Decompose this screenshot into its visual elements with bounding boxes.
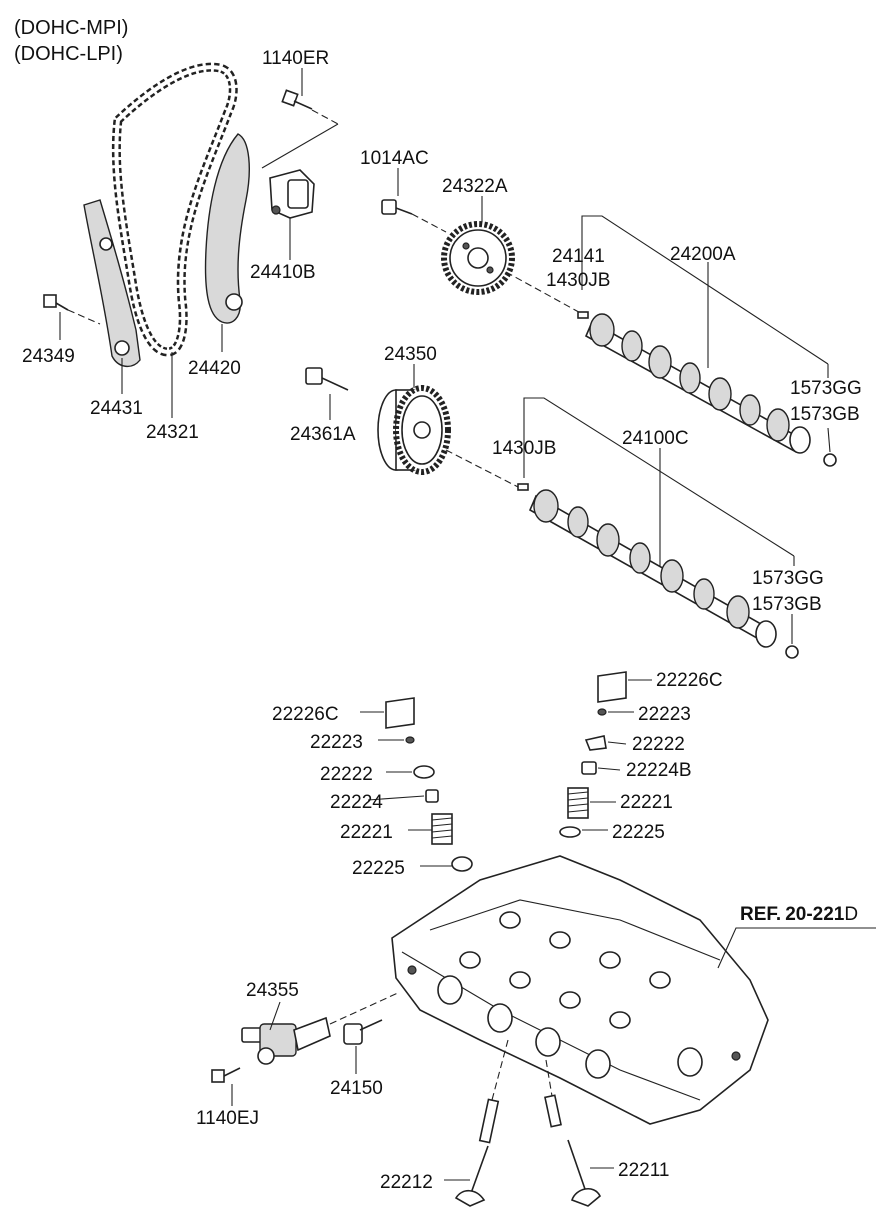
bolt-1014ac[interactable] (381, 199, 413, 215)
label-22212: 22212 (380, 1172, 433, 1193)
label-24141: 24141 (552, 246, 605, 267)
label-22226c-left: 22226C (272, 704, 339, 725)
label-1573gb-lower: 1573GB (752, 594, 822, 615)
intake-camshaft[interactable] (528, 489, 777, 648)
tensioner-arm[interactable] (204, 133, 250, 324)
label-22226c-right: 22226C (656, 670, 723, 691)
sprocket-axis-guide-line (505, 271, 587, 317)
intake-valve[interactable] (567, 1139, 601, 1207)
chain-guide[interactable] (83, 199, 141, 367)
cvvt-bolt[interactable] (305, 367, 349, 391)
leader-lines (59, 68, 876, 1181)
bolt-1140er-guide-line (311, 109, 339, 125)
label-22224b: 22224B (626, 760, 692, 781)
label-1014ac: 1014AC (360, 148, 429, 169)
label-24200a: 24200A (670, 244, 736, 265)
label-24349: 24349 (22, 346, 75, 367)
label-24431: 24431 (90, 398, 143, 419)
label-1430jb-lower: 1430JB (492, 438, 556, 459)
exhaust-cam-plug[interactable] (823, 453, 837, 467)
valve-guide-left[interactable] (478, 1098, 500, 1144)
oil-control-valve[interactable] (241, 1016, 331, 1065)
exhaust-cam-pin[interactable] (577, 311, 589, 319)
cvvt-assembly[interactable] (377, 385, 451, 475)
label-24420: 24420 (188, 358, 241, 379)
label-22222-left: 22222 (320, 764, 373, 785)
bolt-24349[interactable] (43, 294, 69, 311)
label-22221-right: 22221 (620, 792, 673, 813)
valve-spring-right[interactable] (567, 787, 589, 819)
spring-retainer-right[interactable] (584, 735, 607, 751)
spring-seat-right[interactable] (559, 826, 581, 838)
header-line-lpi: (DOHC-LPI) (14, 43, 123, 65)
label-1573gg-upper: 1573GG (790, 378, 862, 399)
label-1573gb-upper: 1573GB (790, 404, 860, 425)
label-1573gg-lower: 1573GG (752, 568, 824, 589)
header-line-mpi: (DOHC-MPI) (14, 17, 128, 39)
cvvt-axis-guide-line (445, 449, 521, 489)
label-24321: 24321 (146, 422, 199, 443)
cam-sprocket[interactable] (441, 221, 515, 295)
label-1140er: 1140ER (262, 48, 329, 69)
timing-chain[interactable] (111, 62, 238, 357)
exhaust-valve[interactable] (454, 1145, 489, 1207)
label-22225-left: 22225 (352, 858, 405, 879)
label-1140ej: 1140EJ (196, 1108, 259, 1129)
valve-spring-left[interactable] (431, 813, 453, 845)
valve-guide-right[interactable] (544, 1094, 562, 1128)
label-24361a: 24361A (290, 424, 356, 445)
tappet-left[interactable] (385, 697, 415, 729)
label-1430jb-upper: 1430JB (546, 270, 610, 291)
label-24355: 24355 (246, 980, 299, 1001)
label-22225-right: 22225 (612, 822, 665, 843)
label-24150: 24150 (330, 1078, 383, 1099)
ref-label: REF.20-221D (740, 904, 858, 925)
bolt-24349-guide-line (67, 309, 101, 325)
ocv-guide-line (329, 991, 401, 1025)
tappet-right[interactable] (597, 671, 627, 703)
label-24322a: 24322A (442, 176, 508, 197)
spring-retainer-left[interactable] (413, 765, 435, 779)
label-24350: 24350 (384, 344, 437, 365)
exhaust-camshaft[interactable] (584, 313, 811, 454)
bolt-1140er[interactable] (281, 89, 313, 110)
bolt-1140er-guide-line-2 (261, 123, 339, 169)
valve-cotter-left[interactable] (405, 736, 415, 744)
label-22221-left: 22221 (340, 822, 393, 843)
intake-cam-plug[interactable] (785, 645, 799, 659)
valve-stem-seal-left[interactable] (425, 789, 439, 803)
oil-fitting-24150[interactable] (343, 1019, 383, 1045)
cylinder-head[interactable] (391, 855, 769, 1125)
chain-tensioner[interactable] (269, 169, 315, 219)
valve-stem-seal-right[interactable] (581, 761, 597, 775)
label-24100c: 24100C (622, 428, 689, 449)
label-22222-right: 22222 (632, 734, 685, 755)
right-valve-guide-line (545, 1059, 553, 1097)
label-22223-left: 22223 (310, 732, 363, 753)
bolt-1140ej[interactable] (211, 1067, 241, 1083)
spring-seat-left[interactable] (451, 856, 473, 872)
label-24410b: 24410B (250, 262, 316, 283)
label-22211: 22211 (618, 1160, 669, 1181)
sprocket-bolt-guide-line (411, 213, 447, 233)
intake-cam-pin[interactable] (517, 483, 529, 491)
label-22224: 22224 (330, 792, 383, 813)
valve-cotter-right[interactable] (597, 708, 607, 716)
label-22223-right: 22223 (638, 704, 691, 725)
